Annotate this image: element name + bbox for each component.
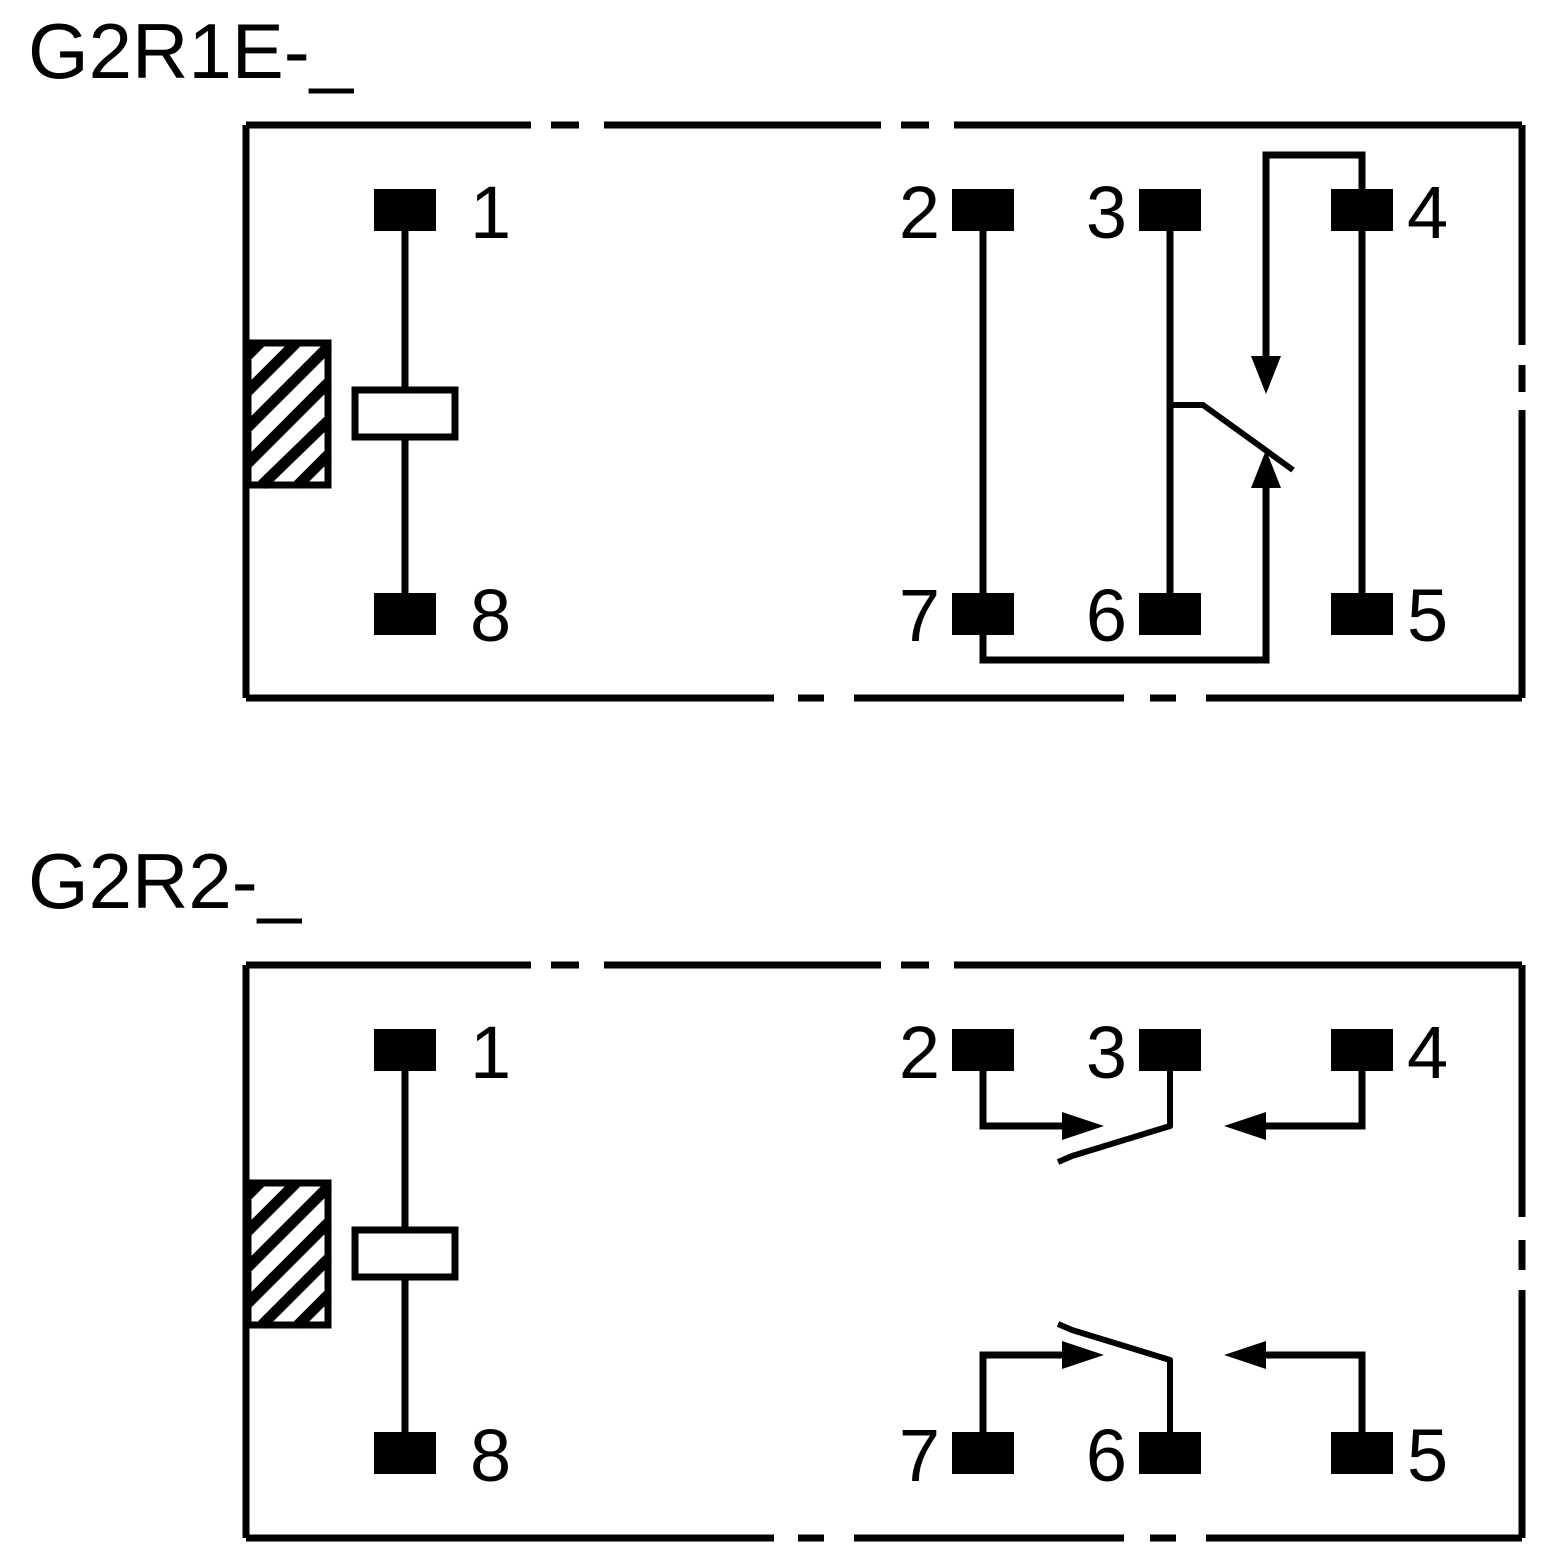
coil-assembly	[244, 1071, 459, 1432]
hatch-stripe	[244, 1183, 332, 1271]
pin7-label: 7	[899, 1414, 940, 1497]
hatch-stripe	[258, 1255, 332, 1329]
wire-pin4-stub	[1266, 1071, 1366, 1130]
hatch-stripe	[244, 1179, 264, 1199]
pin3-terminal	[1139, 189, 1201, 231]
pin6-terminal	[1139, 1432, 1201, 1474]
pin7-label: 7	[899, 574, 940, 657]
contact-wiring-pole2	[979, 1321, 1366, 1432]
hatch-stripes	[244, 1179, 332, 1329]
coil-assembly	[244, 231, 459, 593]
contact-wiring-pole1	[979, 1071, 1366, 1165]
wire-pin5-stub	[1266, 1351, 1366, 1432]
pin4-label: 4	[1407, 171, 1448, 254]
wire-pin7-stub	[979, 1351, 1062, 1432]
down-arrow-icon	[1251, 356, 1281, 394]
wire-pin7-arrow-loop	[979, 488, 1270, 664]
hatch-stripe	[244, 339, 300, 395]
pin4-terminal	[1331, 1029, 1393, 1071]
pin7-terminal	[952, 1432, 1014, 1474]
pin1-label: 1	[470, 1011, 511, 1094]
diagram-g2r2: G2R2-_	[28, 837, 1526, 1542]
pin8-terminal	[374, 1432, 436, 1474]
contact-blade-pin6	[1056, 1321, 1173, 1432]
pin5-terminal	[1331, 1432, 1393, 1474]
coil-symbol	[351, 1226, 459, 1281]
diagram-title: G2R2-_	[28, 837, 303, 925]
left-arrow-icon	[1224, 1341, 1266, 1369]
wire-pin4-arrow-loop	[1262, 151, 1366, 356]
pin8-label: 8	[470, 574, 511, 657]
pin7-terminal	[952, 593, 1014, 635]
pin2-terminal	[952, 189, 1014, 231]
diagram-title: G2R1E-_	[28, 7, 355, 95]
diagram-g2r1e: G2R1E-_	[28, 7, 1526, 702]
right-arrow-icon	[1062, 1112, 1104, 1140]
pin3-label: 3	[1086, 171, 1127, 254]
wire-pin2-stub	[979, 1071, 1062, 1130]
pin2-label: 2	[899, 1011, 940, 1094]
pin4-terminal	[1331, 189, 1393, 231]
contact-wiring	[979, 151, 1366, 664]
hatch-stripe	[244, 343, 332, 431]
pin1-label: 1	[470, 171, 511, 254]
terminals: 1 2 3 4 8 7 6 5	[374, 171, 1448, 657]
hatch-stripe	[244, 1219, 332, 1307]
left-arrow-icon	[1224, 1112, 1266, 1140]
contact-blade	[1170, 402, 1295, 473]
pin1-terminal	[374, 189, 436, 231]
pin4-label: 4	[1407, 1011, 1448, 1094]
coil-symbol	[351, 386, 459, 441]
hatch-stripe	[244, 339, 264, 359]
pin2-terminal	[952, 1029, 1014, 1071]
pin6-label: 6	[1086, 574, 1127, 657]
right-arrow-icon	[1062, 1341, 1104, 1369]
pin8-terminal	[374, 593, 436, 635]
pin5-label: 5	[1407, 1414, 1448, 1497]
pin6-terminal	[1139, 593, 1201, 635]
pin5-terminal	[1331, 593, 1393, 635]
pin6-label: 6	[1086, 1414, 1127, 1497]
contact-blade-pin3	[1056, 1071, 1173, 1165]
hatch-stripes	[244, 339, 332, 489]
pin8-label: 8	[470, 1414, 511, 1497]
hatch-stripe	[258, 417, 332, 489]
pin3-label: 3	[1086, 1011, 1127, 1094]
pin5-label: 5	[1407, 574, 1448, 657]
hatch-stripe	[294, 451, 332, 489]
hatch-stripe	[244, 1179, 300, 1235]
hatch-stripe	[244, 379, 332, 467]
up-arrow-icon	[1251, 450, 1281, 488]
pin3-terminal	[1139, 1029, 1201, 1071]
pin1-terminal	[374, 1029, 436, 1071]
hatch-stripe	[294, 1291, 332, 1329]
pin2-label: 2	[899, 171, 940, 254]
terminals: 1 2 3 4 8 7 6 5	[374, 1011, 1448, 1497]
